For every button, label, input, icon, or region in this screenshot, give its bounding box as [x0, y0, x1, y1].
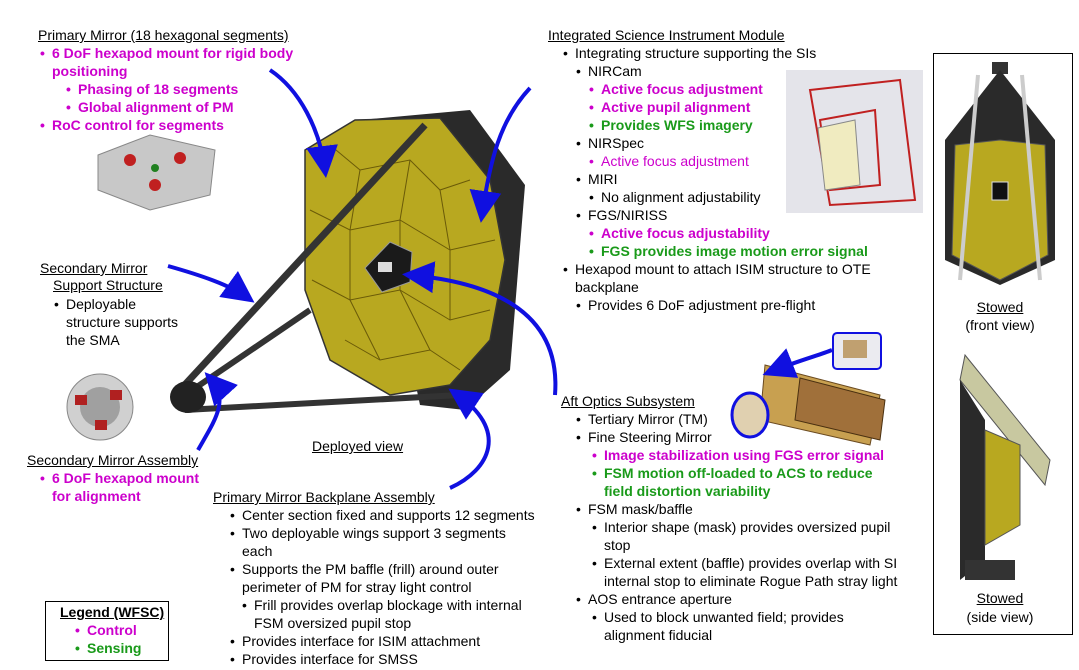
list-item: MIRI [576, 170, 871, 188]
list-item: Global alignment of PM [66, 98, 293, 116]
primary-mirror-list: 6 DoF hexapod mount for rigid body posit… [40, 44, 293, 134]
isim-title: Integrated Science Instrument Module [548, 27, 785, 43]
list-item: RoC control for segments [40, 116, 293, 134]
sm-assembly-thumbnail [66, 373, 134, 441]
sm-support-title: Secondary Mirror [40, 260, 148, 276]
list-item: internal stop to eliminate Rogue Path st… [604, 573, 898, 589]
sm-support-list: Deployable structure supports the SMA [54, 295, 179, 349]
list-item: Used to block unwanted field; provides [592, 608, 897, 626]
list-item: Deployable [54, 295, 178, 313]
backplane-list: Center section fixed and supports 12 seg… [230, 506, 535, 668]
list-item: NIRCam [576, 62, 871, 80]
list-item: External extent (baffle) provides overla… [592, 554, 897, 572]
list-item: Tertiary Mirror (TM) [576, 410, 897, 428]
isim-image [786, 70, 923, 213]
list-item: Active focus adjustment [589, 152, 871, 170]
list-item: AOS entrance aperture [576, 590, 897, 608]
backplane-title: Primary Mirror Backplane Assembly [213, 489, 435, 505]
legend-box [45, 601, 169, 661]
stowed-panel [933, 53, 1073, 635]
sm-assembly-title: Secondary Mirror Assembly [27, 452, 199, 468]
list-item: NIRSpec [576, 134, 871, 152]
isim-list: Integrating structure supporting the SIs… [563, 44, 871, 314]
callout-arrows [167, 68, 833, 490]
stowed-side-view [959, 353, 1051, 580]
stowed-front-view [945, 62, 1055, 285]
list-item: stop [604, 537, 631, 553]
list-item: FSM motion off-loaded to ACS to reduce [592, 464, 897, 482]
list-item: No alignment adjustability [589, 188, 871, 206]
aos-list: Tertiary Mirror (TM) Fine Steering Mirro… [576, 410, 898, 644]
stowed-front-sub: (front view) [965, 317, 1035, 333]
list-item: Active focus adjustability [589, 224, 871, 242]
list-item: Two deployable wings support 3 segments [230, 524, 535, 542]
list-item: FSM mask/baffle [576, 500, 897, 518]
list-item: Supports the PM baffle (frill) around ou… [230, 560, 535, 578]
list-item: Interior shape (mask) provides oversized… [592, 518, 897, 536]
list-item: positioning [52, 63, 128, 79]
list-item: Provides interface for ISIM attachment [230, 632, 535, 650]
stowed-front-title: Stowed [976, 299, 1024, 315]
list-item: structure supports [66, 314, 179, 330]
primary-mirror-thumbnail [97, 134, 216, 211]
primary-mirror-title: Primary Mirror (18 hexagonal segments) [38, 27, 289, 43]
aos-image [730, 332, 886, 446]
list-item: Integrating structure supporting the SIs [563, 44, 871, 62]
list-item: FSM oversized pupil stop [254, 615, 412, 631]
deployed-view-label: Deployed view [312, 438, 404, 454]
list-item: field distortion variability [604, 483, 771, 499]
sm-support-title-2: Support Structure [53, 277, 163, 293]
legend-list: Control Sensing [75, 621, 142, 657]
list-item: Fine Steering Mirror [576, 428, 897, 446]
list-item: each [242, 543, 273, 559]
legend-title: Legend (WFSC) [60, 604, 165, 620]
stowed-side-sub: (side view) [966, 609, 1034, 625]
list-item: for alignment [52, 488, 141, 504]
legend-sensing: Sensing [75, 639, 142, 657]
list-item: Frill provides overlap blockage with int… [242, 596, 535, 614]
list-item: 6 DoF hexapod mount [40, 469, 199, 487]
list-item: Active pupil alignment [589, 98, 871, 116]
list-item: Hexapod mount to attach ISIM structure t… [563, 260, 871, 278]
list-item: Provides WFS imagery [589, 116, 871, 134]
list-item: backplane [575, 279, 639, 295]
sm-assembly-list: 6 DoF hexapod mount for alignment [40, 469, 199, 505]
deployed-telescope [170, 110, 525, 413]
list-item: FGS provides image motion error signal [589, 242, 871, 260]
list-item: Active focus adjustment [589, 80, 871, 98]
list-item: 6 DoF hexapod mount for rigid body [40, 44, 293, 62]
list-item: Provides interface for SMSS [230, 650, 535, 668]
stowed-side-title: Stowed [976, 590, 1024, 606]
list-item: Provides 6 DoF adjustment pre-flight [576, 296, 871, 314]
aos-title: Aft Optics Subsystem [561, 393, 695, 409]
list-item: Image stabilization using FGS error sign… [592, 446, 897, 464]
list-item: FGS/NIRISS [576, 206, 871, 224]
legend-control: Control [75, 621, 141, 639]
list-item: perimeter of PM for stray light control [242, 579, 472, 595]
list-item: alignment fiducial [604, 627, 713, 643]
list-item: the SMA [66, 332, 120, 348]
list-item: Center section fixed and supports 12 seg… [230, 506, 535, 524]
list-item: Phasing of 18 segments [66, 80, 293, 98]
